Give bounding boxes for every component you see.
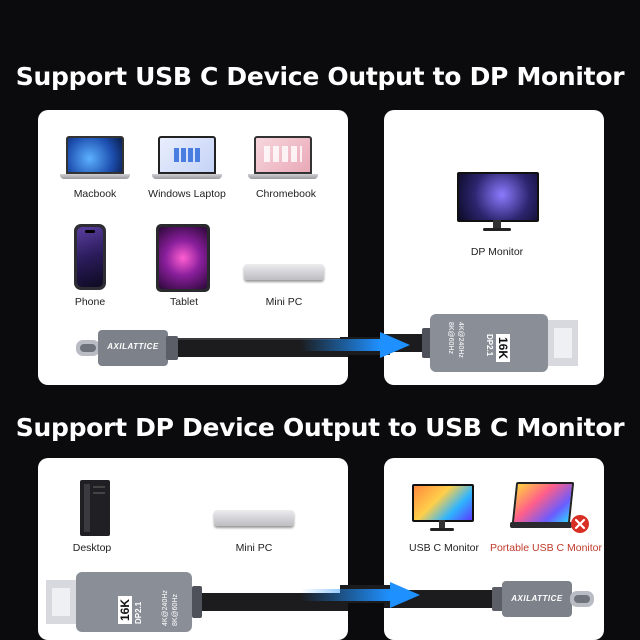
portable-monitor-image [510, 482, 575, 532]
target-label-usbc-monitor: USB C Monitor [408, 542, 480, 554]
windows-laptop-image [152, 136, 222, 182]
device-label-phone: Phone [74, 296, 106, 308]
target-label-dp-monitor: DP Monitor [470, 246, 524, 258]
device-label-chromebook: Chromebook [255, 188, 317, 200]
blue-arrow-2 [300, 582, 420, 608]
dp-connector-image-2 [46, 572, 348, 632]
cable-brand-label: AXILATTICE [107, 342, 159, 351]
device-label-mini-pc-2: Mini PC [235, 542, 273, 554]
mini-pc-image [244, 264, 324, 280]
source-devices-panel-2: Desktop Mini PC 16K DP2.1 4K@240Hz 8K@60… [38, 458, 348, 640]
chromebook-image [248, 136, 318, 182]
desktop-image [80, 480, 110, 536]
dp-monitor-image [457, 172, 539, 234]
macbook-image [60, 136, 130, 182]
usbc-monitor-image [412, 484, 474, 534]
source-devices-panel-1: Macbook Windows Laptop Chromebook Phone … [38, 110, 348, 385]
device-label-macbook: Macbook [73, 188, 117, 200]
mini-pc-image-2 [214, 510, 294, 526]
device-label-tablet: Tablet [169, 296, 199, 308]
device-label-windows-laptop: Windows Laptop [148, 188, 226, 200]
section2-title: Support DP Device Output to USB C Monito… [15, 413, 625, 442]
unsupported-x-icon [571, 515, 589, 533]
target-label-portable-monitor: Portable USB C Monitor [489, 542, 603, 554]
blue-arrow-1 [300, 332, 410, 358]
tablet-image [156, 224, 210, 292]
target-panel-2: USB C Monitor Portable USB C Monitor AXI… [384, 458, 604, 640]
device-label-mini-pc: Mini PC [265, 296, 303, 308]
phone-image [74, 224, 106, 290]
target-panel-1: DP Monitor 16K DP2.1 4K@240Hz 8K@60Hz [384, 110, 604, 385]
section1-title: Support USB C Device Output to DP Monito… [15, 62, 625, 91]
cable-brand-label-2: AXILATTICE [511, 594, 563, 603]
device-label-desktop: Desktop [72, 542, 112, 554]
